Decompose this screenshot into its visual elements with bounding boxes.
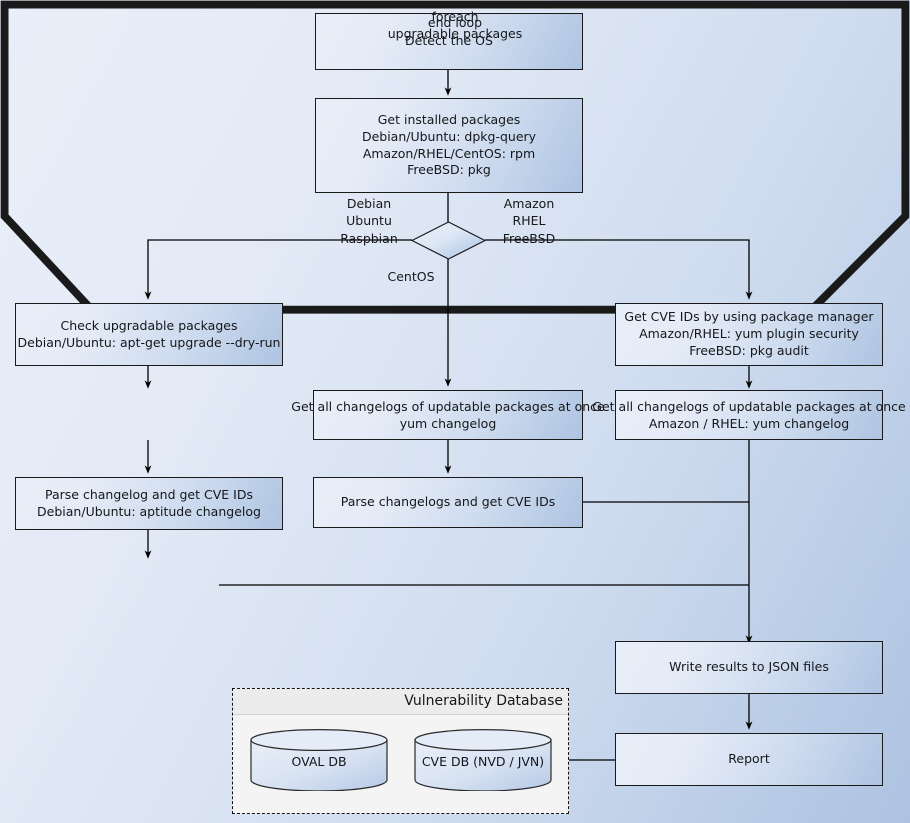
node-end-loop-label: end loop bbox=[427, 15, 483, 30]
node-parse-changelog-deb-line1: Parse changelog and get CVE IDs bbox=[45, 486, 253, 502]
node-parse-changelog-deb-line2: Debian/Ubuntu: aptitude changelog bbox=[37, 503, 261, 519]
node-end-loop-label-wrap: end loop bbox=[0, 15, 910, 32]
node-check-upgradable[interactable]: Check upgradable packages Debian/Ubuntu:… bbox=[15, 303, 283, 366]
node-report-label: Report bbox=[728, 751, 770, 767]
edge-label-center-branch: CentOS bbox=[381, 268, 441, 285]
node-get-cve-pkgmgr-line3: FreeBSD: pkg audit bbox=[689, 342, 809, 358]
node-get-installed-packages-line3: Amazon/RHEL/CentOS: rpm bbox=[362, 145, 536, 161]
node-get-installed-packages[interactable]: Get installed packages Debian/Ubuntu: dp… bbox=[315, 98, 583, 193]
edge-label-right-branch: Amazon RHEL FreeBSD bbox=[490, 195, 568, 247]
diamond-shape bbox=[410, 221, 487, 260]
edge-label-right-line3: FreeBSD bbox=[502, 230, 556, 246]
node-check-upgradable-line2: Debian/Ubuntu: apt-get upgrade --dry-run bbox=[17, 334, 281, 350]
edge-label-right-line2: RHEL bbox=[512, 213, 546, 229]
node-get-changelogs-rhel[interactable] bbox=[615, 390, 883, 440]
node-check-upgradable-line1: Check upgradable packages bbox=[60, 317, 238, 333]
db-oval-shape bbox=[250, 729, 388, 792]
node-end-loop[interactable]: end loop bbox=[0, 48, 139, 96]
group-vulnerability-database-title: Vulnerability Database bbox=[404, 693, 563, 709]
edge-label-left-line2: Ubuntu bbox=[346, 213, 392, 229]
node-parse-changelogs-centos-label: Parse changelogs and get CVE IDs bbox=[340, 494, 556, 510]
node-get-installed-packages-line2: Debian/Ubuntu: dpkg-query bbox=[361, 128, 537, 144]
node-get-installed-packages-line4: FreeBSD: pkg bbox=[407, 162, 491, 178]
node-get-installed-packages-line1: Get installed packages bbox=[377, 111, 521, 127]
db-cve[interactable]: CVE DB (NVD / JVN) bbox=[414, 729, 552, 792]
node-get-cve-pkgmgr[interactable]: Get CVE IDs by using package manager Ama… bbox=[615, 303, 883, 366]
edge-label-left-line1: Debian bbox=[346, 196, 392, 211]
edge-label-left-line3: Raspbian bbox=[340, 230, 398, 246]
node-write-json-label: Write results to JSON files bbox=[669, 659, 829, 675]
node-os-decision[interactable] bbox=[410, 221, 487, 260]
db-cve-shape bbox=[414, 729, 552, 792]
node-parse-changelogs-centos[interactable]: Parse changelogs and get CVE IDs bbox=[313, 477, 583, 528]
node-write-json[interactable]: Write results to JSON files bbox=[615, 641, 883, 694]
node-get-cve-pkgmgr-line2: Amazon/RHEL: yum plugin security bbox=[639, 326, 859, 342]
node-report[interactable]: Report bbox=[615, 733, 883, 786]
group-titlebar bbox=[233, 689, 568, 715]
edge-label-center-line1: CentOS bbox=[387, 269, 435, 284]
node-parse-changelog-deb[interactable]: Parse changelog and get CVE IDs Debian/U… bbox=[15, 477, 283, 530]
edge-label-right-line1: Amazon bbox=[503, 196, 555, 211]
node-get-cve-pkgmgr-line1: Get CVE IDs by using package manager bbox=[624, 309, 874, 325]
node-get-changelogs-centos[interactable] bbox=[313, 390, 583, 440]
edge-label-left-branch: Debian Ubuntu Raspbian bbox=[330, 195, 408, 247]
db-oval[interactable]: OVAL DB bbox=[250, 729, 388, 792]
